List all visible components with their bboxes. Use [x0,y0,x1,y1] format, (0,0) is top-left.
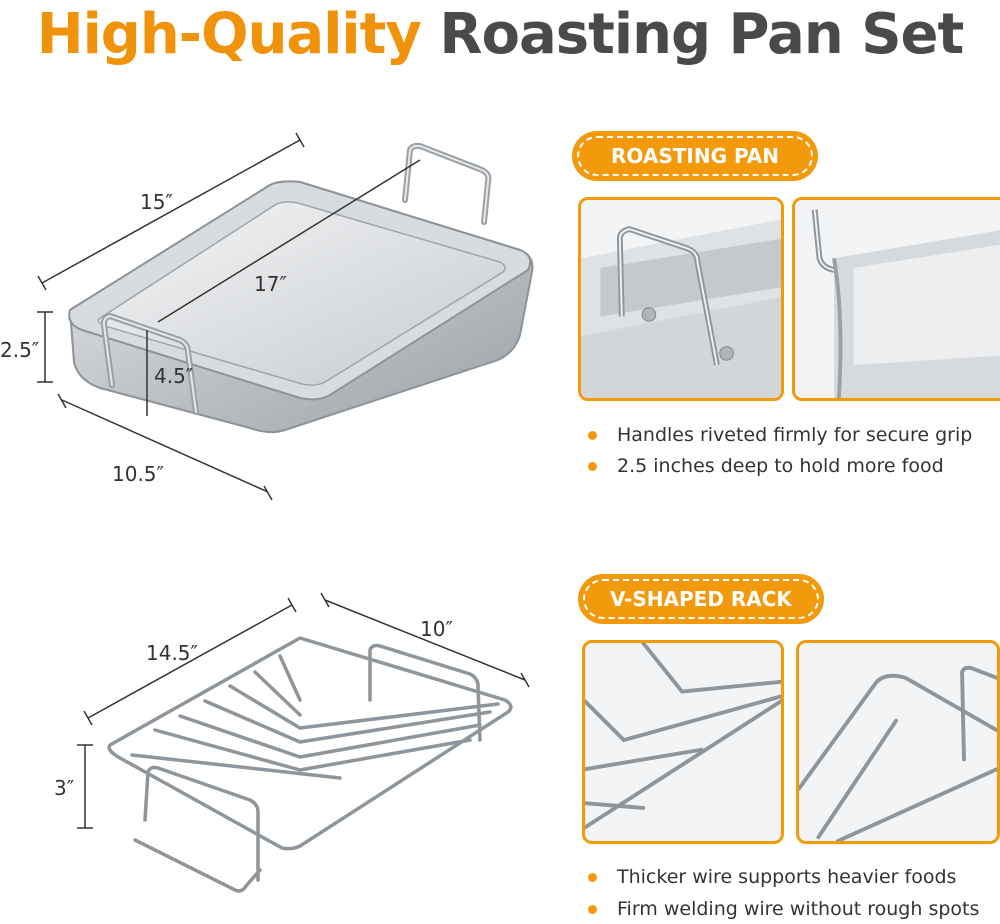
rack-wire-closeup-drawing [585,643,781,830]
rack-wire-closeup-photo [582,640,784,844]
pan-length-label: 15″ [140,190,173,214]
pan-diagonal-label: 17″ [254,272,287,296]
bullet-dot-icon [588,430,597,440]
roasting-pan-illustration [37,132,534,501]
rack-width-label: 10″ [420,617,453,641]
rack-height-label: 3″ [54,776,75,800]
roasting-pan-badge-label: ROASTING PAN [611,144,779,168]
v-shaped-rack-badge: V-SHAPED RACK [578,574,824,624]
roasting-pan-badge: ROASTING PAN [572,131,818,181]
pan-handle-closeup-drawing [581,219,781,398]
pan-bullet-2: 2.5 inches deep to hold more food [588,455,944,477]
bullet-dot-icon [588,904,597,914]
pan-handle-closeup-photo [578,197,784,401]
rack-length-label: 14.5″ [146,641,199,665]
pan-width-label: 10.5″ [112,462,165,486]
v-shaped-rack-badge-label: V-SHAPED RACK [610,587,792,611]
title-highlight: High-Quality [36,2,422,67]
pan-height-label: 2.5″ [0,338,40,362]
v-rack-illustration [77,592,530,893]
bullet-dot-icon [588,461,597,471]
rack-guard-closeup-drawing [799,665,997,841]
rack-bullet-2: Firm welding wire without rough spots [588,898,979,920]
page-title: High-Quality Roasting Pan Set [0,0,1000,70]
pan-corner-closeup-photo [792,197,1000,401]
pan-bullet-1-text: Handles riveted firmly for secure grip [617,424,973,446]
title-rest: Roasting Pan Set [439,2,964,67]
rack-bullet-1: Thicker wire supports heavier foods [588,866,956,888]
rack-guard-closeup-photo [796,640,1000,844]
bullet-dot-icon [588,872,597,882]
pan-handle-label: 4.5″ [154,364,194,388]
rack-bullet-2-text: Firm welding wire without rough spots [617,898,980,920]
pan-corner-closeup-drawing [811,209,1000,398]
rack-bullet-1-text: Thicker wire supports heavier foods [617,866,957,888]
pan-bullet-1: Handles riveted firmly for secure grip [588,424,972,446]
pan-bullet-2-text: 2.5 inches deep to hold more food [617,455,944,477]
